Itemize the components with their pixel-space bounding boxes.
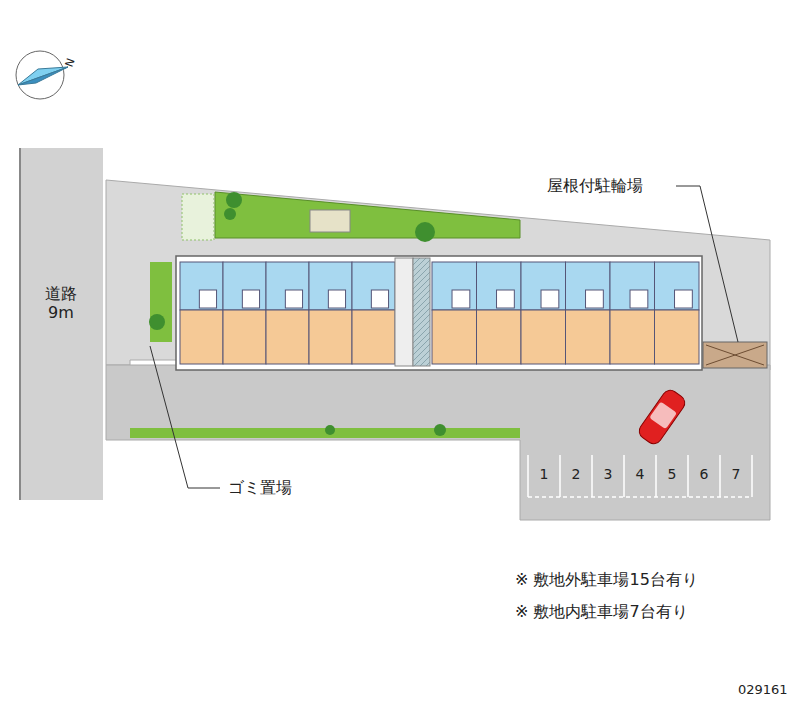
car bbox=[636, 387, 688, 447]
parking-lot bbox=[106, 365, 770, 520]
bike-shed bbox=[703, 342, 767, 368]
apartment-building bbox=[176, 256, 702, 370]
area-label: 屋根付駐輪場 bbox=[545, 176, 645, 195]
leader-line bbox=[676, 186, 738, 342]
stall-number: 7 bbox=[732, 466, 741, 483]
stall-number: 5 bbox=[668, 466, 677, 483]
leader-line bbox=[150, 346, 220, 488]
stall-number: 4 bbox=[636, 466, 645, 483]
note: ※ 敷地内駐車場7台有り bbox=[515, 602, 688, 621]
stall-number: 2 bbox=[572, 466, 581, 483]
compass bbox=[16, 51, 68, 99]
road bbox=[20, 148, 104, 500]
site-ground bbox=[106, 180, 770, 370]
note: ※ 敷地外駐車場15台有り bbox=[515, 570, 698, 589]
id-number: 029161 bbox=[738, 682, 788, 698]
area-label: ゴミ置場 bbox=[226, 478, 294, 497]
stall-number: 3 bbox=[604, 466, 613, 483]
road-label: 道路 9m bbox=[40, 284, 82, 322]
stall-number: 1 bbox=[540, 466, 549, 483]
stall-number: 6 bbox=[700, 466, 709, 483]
